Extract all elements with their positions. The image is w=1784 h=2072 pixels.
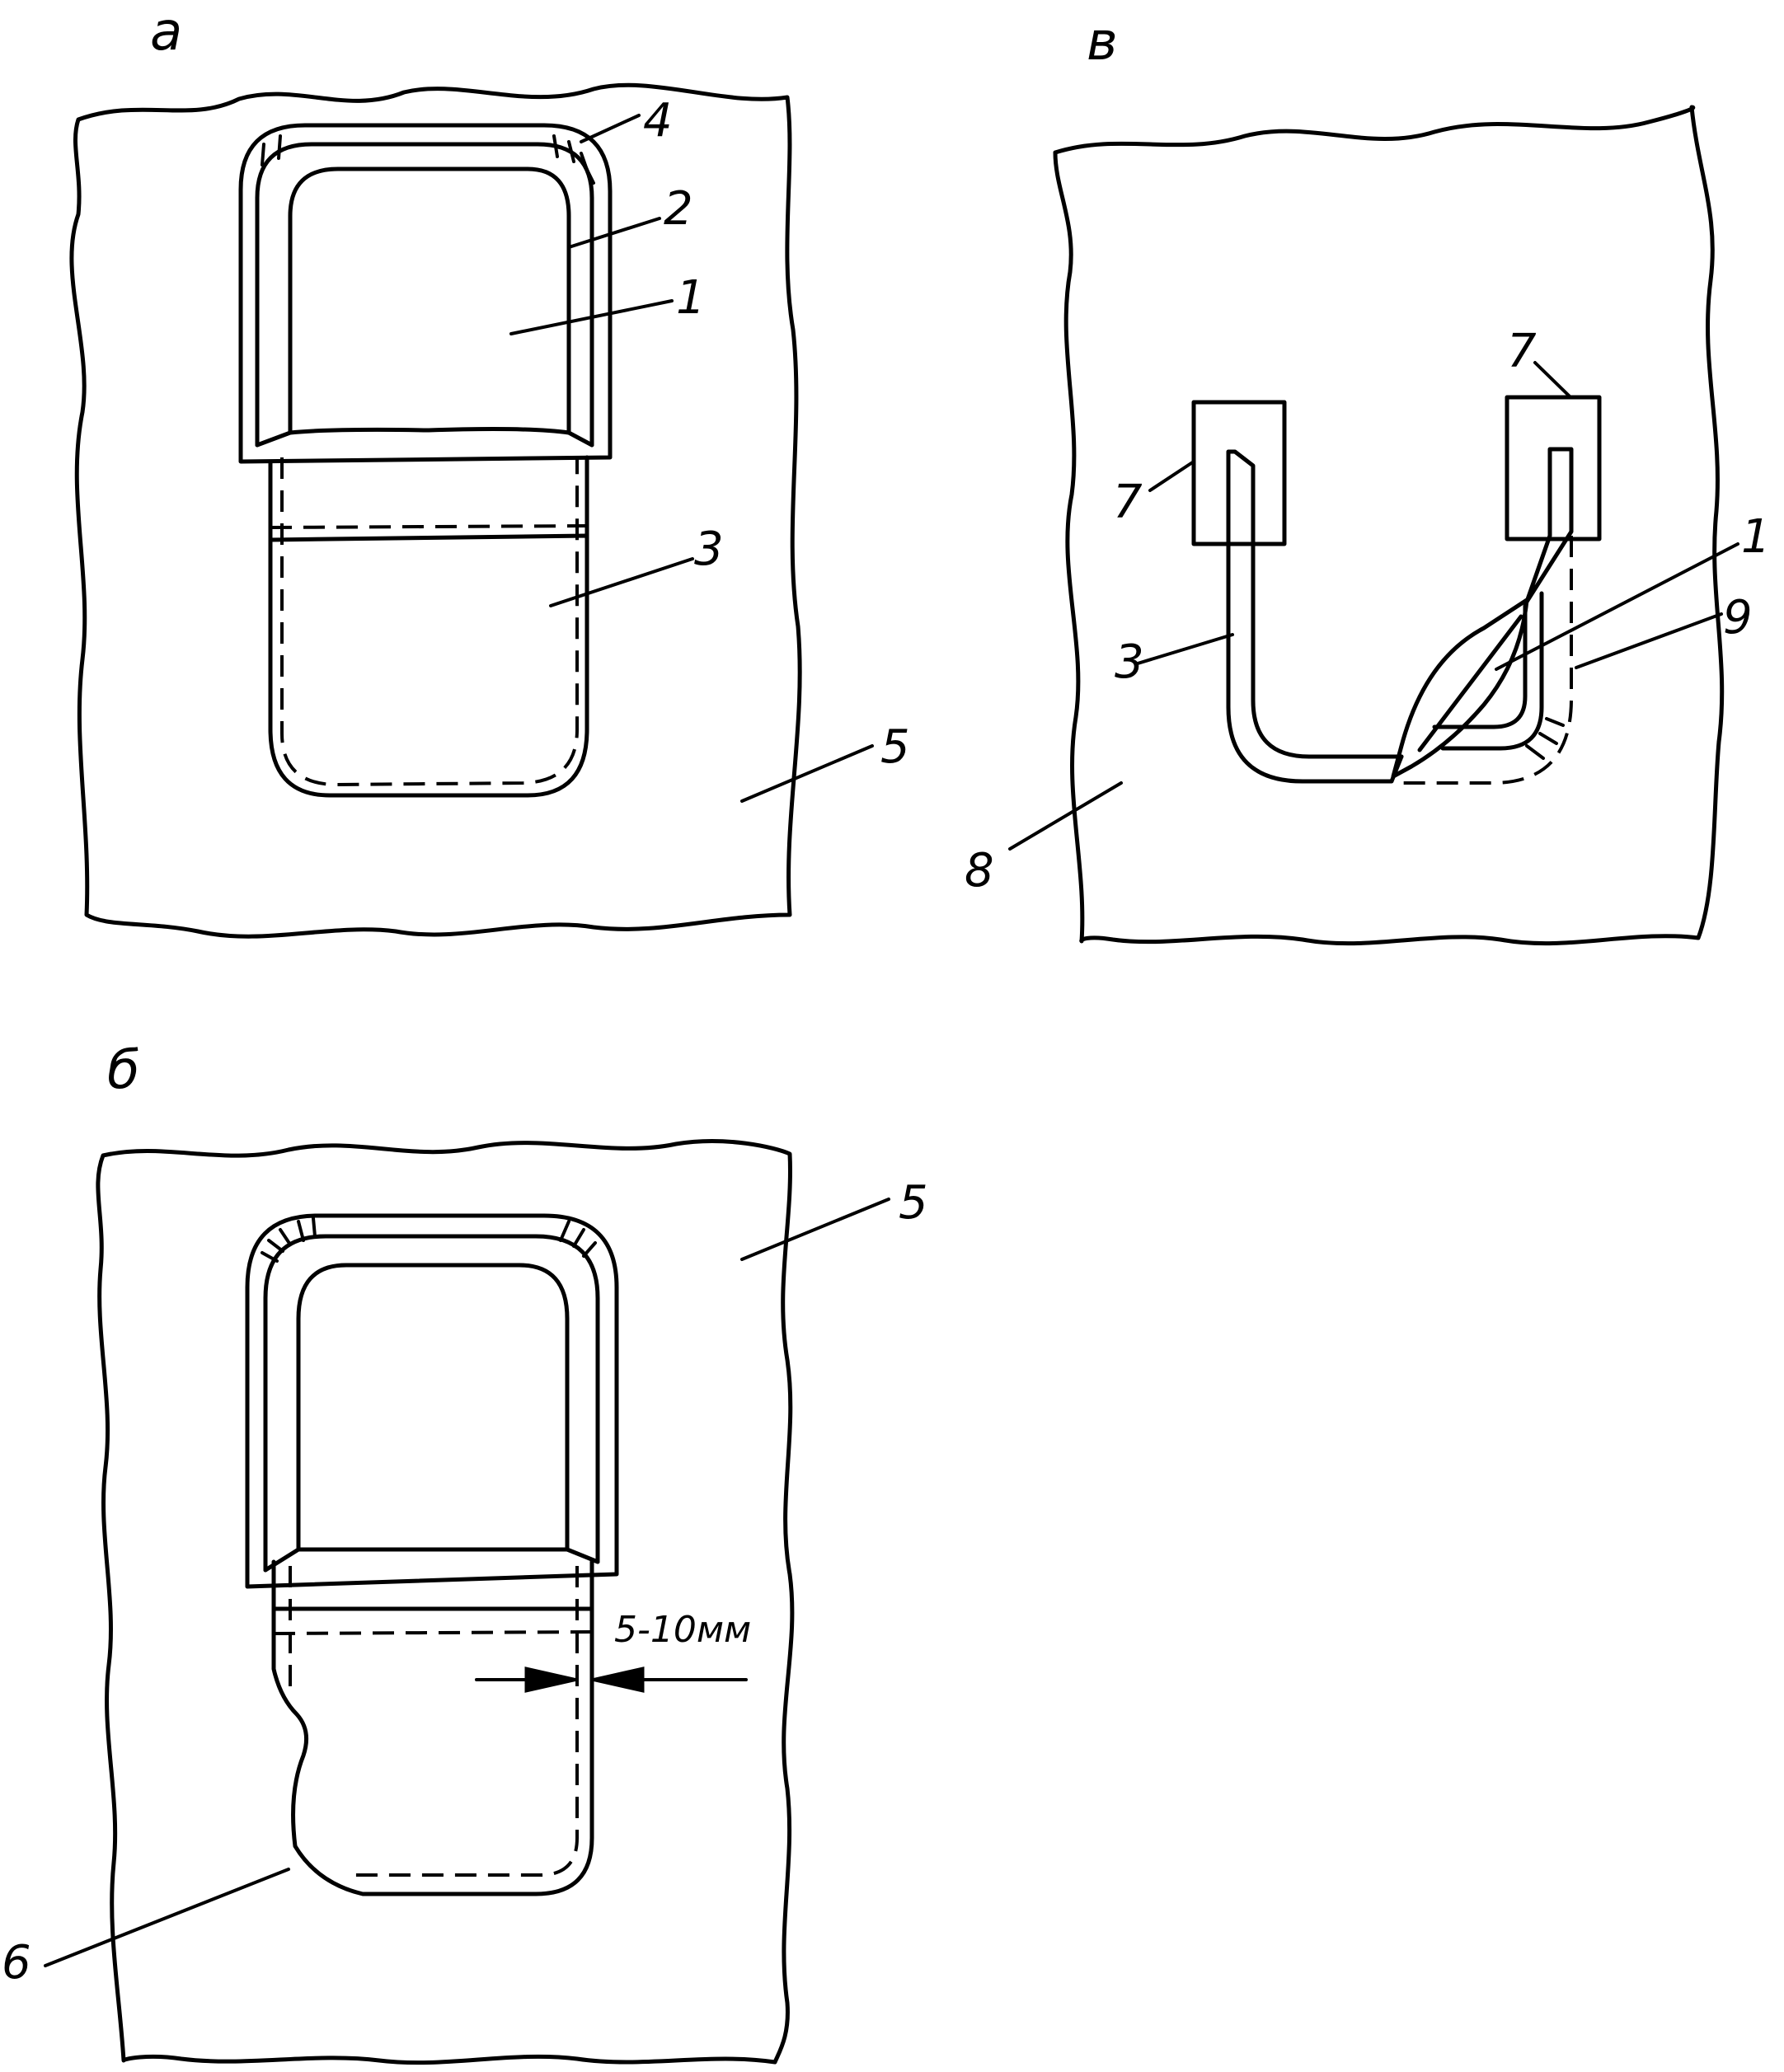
- panel-b-title: б: [107, 1040, 139, 1101]
- panel-a-label-4: 4: [643, 94, 673, 148]
- panel-a-label-5: 5: [880, 720, 910, 774]
- panel-a-tape-3-dashed: [280, 457, 579, 787]
- panel-v-label-9: 9: [1723, 591, 1753, 645]
- panel-a-dash-top: [270, 524, 588, 529]
- panel-a-label-1: 1: [676, 271, 706, 325]
- panel-b-tape-body: [271, 1606, 594, 1896]
- panel-a-label-2: 2: [664, 182, 693, 236]
- panel-a-tape-3: [268, 533, 589, 798]
- panel-b-leader-5: [740, 1198, 890, 1261]
- panel-b-tape-dashed: [289, 1566, 579, 1877]
- panel-a-frame-2-outer: [238, 123, 613, 464]
- panel-b-leader-6: [44, 1868, 290, 1967]
- panel-a-leader-4: [580, 114, 641, 143]
- panel-b-frame-bevel: [263, 1547, 600, 1573]
- panel-b-label-6: 6: [2, 1936, 31, 1990]
- panel-a-frame-2-inner: [255, 142, 594, 448]
- panel-v-leader-1: [1495, 542, 1739, 671]
- panel-v-leader-3: [1136, 633, 1234, 665]
- panel-v-patch-1: [1391, 598, 1529, 779]
- panel-a-leader-1: [509, 299, 674, 335]
- panel-v-label-3: 3: [1115, 635, 1144, 689]
- panel-v-label-7-left: 7: [1113, 476, 1143, 529]
- panel-a-title: а: [150, 2, 182, 63]
- panel-a-tape-neck: [268, 455, 589, 546]
- panel-v-leader-9: [1575, 612, 1723, 669]
- panel-a-ticks-4: [261, 134, 595, 185]
- panel-a: а 1 2 3 4 5: [69, 2, 910, 939]
- panel-b-frame-inner: [263, 1234, 600, 1573]
- panel-v-label-1: 1: [1741, 510, 1771, 564]
- panel-b-dash-top: [273, 1630, 593, 1635]
- panel-b-tape-neck: [271, 1559, 594, 1614]
- panel-v-tape-3-right: [1524, 447, 1574, 604]
- panel-b-ticks: [261, 1216, 597, 1263]
- panel-v-ticks: [1525, 717, 1565, 760]
- panel-v-clamp-7-right: [1505, 395, 1602, 541]
- panel-v-clamp-7-left: [1191, 400, 1287, 546]
- panel-v-leader-8: [1008, 781, 1123, 851]
- panel-v-dashed-original: [1401, 536, 1573, 785]
- panel-v-label-7-right: 7: [1507, 325, 1537, 378]
- panel-b-window: [296, 1263, 570, 1552]
- panel-b: б 5 6 5-10мм: [2, 1040, 928, 2065]
- panel-v-sheet-outline: [1053, 105, 1725, 946]
- panel-v: в 1 3 7 7 8 9: [965, 12, 1771, 946]
- panel-a-label-3: 3: [694, 523, 724, 576]
- panel-v-leader-7-right: [1533, 361, 1572, 399]
- panel-b-dim-arrow-left: [524, 1667, 578, 1693]
- panel-v-inner-frame: [1432, 591, 1544, 751]
- panel-a-window-1: [288, 166, 571, 435]
- panel-b-sheet-outline: [96, 1139, 795, 2065]
- panel-b-frame-outer: [245, 1213, 619, 1589]
- panel-v-leader-7-left: [1148, 460, 1195, 492]
- panel-b-dim-arrow-right: [591, 1667, 645, 1693]
- panel-a-sheet-outline: [69, 82, 802, 939]
- panel-a-leader-2: [567, 217, 661, 249]
- panel-v-tape-3: [1226, 449, 1404, 784]
- panel-v-label-8: 8: [965, 844, 994, 898]
- panel-b-label-5: 5: [899, 1176, 928, 1230]
- panel-a-leader-3: [549, 557, 694, 607]
- panel-v-title: в: [1087, 12, 1118, 73]
- panel-a-leader-5: [740, 744, 874, 803]
- panel-b-dimension: 5-10мм: [614, 1609, 751, 1651]
- panel-a-frame-bevel: [255, 430, 594, 448]
